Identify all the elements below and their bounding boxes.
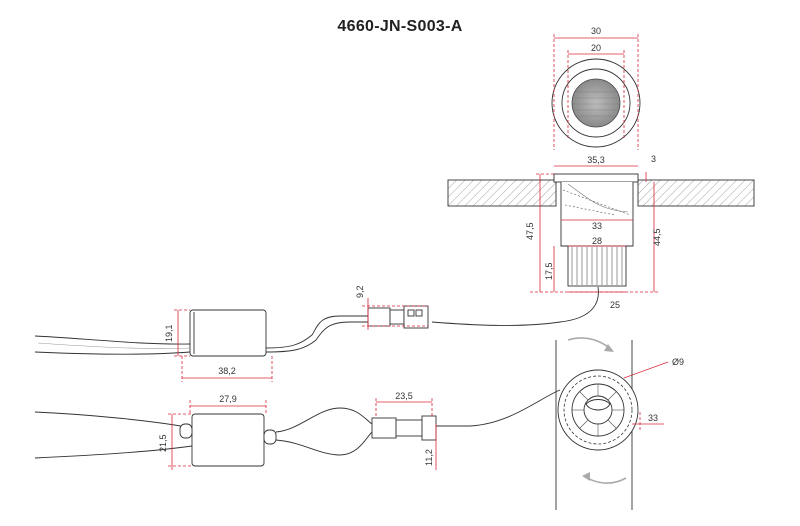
- dim-driver1-width: 38,2: [218, 366, 236, 376]
- drawing-title: 4660-JN-S003-A: [337, 18, 463, 35]
- dim-body-width: 33: [592, 221, 602, 231]
- dim-connector2-length: 23,5: [395, 391, 413, 401]
- driver-2: 23,5 11,2 27,9 21,5: [34, 391, 470, 470]
- dim-connector2-height: 11,2: [424, 449, 434, 466]
- dim-total-height: 47,5: [525, 222, 535, 240]
- dim-body-bottom: 28: [592, 236, 602, 246]
- dim-heatsink-height: 17,5: [544, 262, 554, 280]
- dim-top-outer: 30: [591, 26, 601, 36]
- dim-flange-thickness: 3: [651, 154, 656, 164]
- dim-driver2-height: 21,5: [158, 434, 168, 452]
- dim-side-width: 33: [648, 413, 658, 423]
- dim-hole-dia: Ø9: [672, 357, 684, 367]
- dim-top-inner: 20: [591, 43, 601, 53]
- driver-1: 9,2 19,1 38,2: [34, 285, 429, 382]
- top-view: 30 20: [551, 26, 641, 150]
- dim-driver2-width: 27,9: [219, 394, 237, 404]
- dim-flange-width: 35,3: [587, 155, 605, 165]
- dim-connector-height: 9,2: [355, 285, 365, 298]
- dim-driver1-height: 19,1: [164, 324, 174, 342]
- dim-depth: 44,5: [652, 228, 662, 246]
- lamp-cable: [431, 286, 599, 326]
- side-view: Ø9 33: [555, 337, 684, 510]
- dim-heatsink-width: 25: [610, 300, 620, 310]
- section-view: 35,3 3 33 28 47,5 17,5 44,5 25: [447, 154, 755, 310]
